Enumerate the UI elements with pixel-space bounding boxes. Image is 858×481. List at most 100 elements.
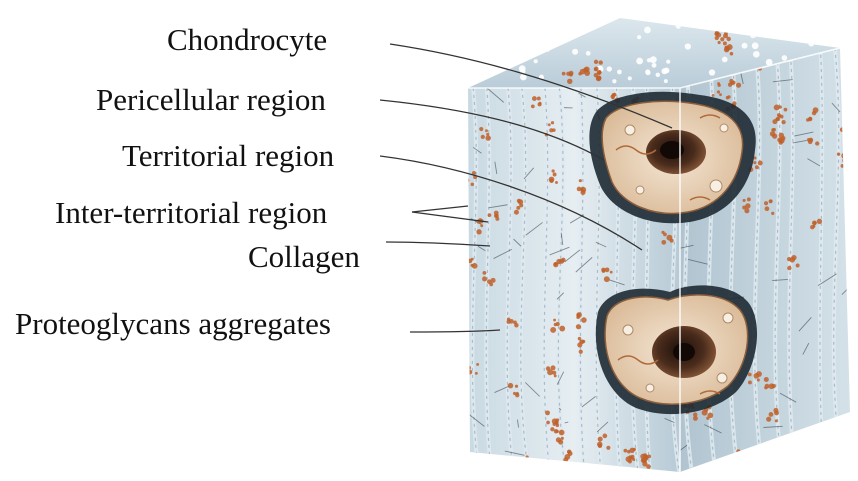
fiber-cross-section — [572, 23, 576, 27]
proteoglycan-granule — [809, 138, 814, 143]
proteoglycan-granule — [837, 152, 840, 155]
proteoglycan-granule — [550, 427, 554, 431]
proteoglycan-granule — [796, 264, 800, 268]
proteoglycan-granule — [569, 71, 574, 76]
proteoglycan-granule — [568, 451, 573, 456]
label-proteoglycans-aggregates: Proteoglycans aggregates — [15, 308, 331, 339]
proteoglycan-granule — [712, 94, 715, 97]
proteoglycan-granule — [810, 225, 814, 229]
proteoglycan-granule — [755, 165, 759, 169]
proteoglycan-granule — [594, 68, 597, 71]
proteoglycan-granule — [708, 413, 714, 419]
proteoglycan-granule — [471, 183, 474, 186]
proteoglycan-granule — [748, 373, 752, 377]
proteoglycan-granule — [596, 75, 601, 80]
fiber-cross-section — [666, 60, 670, 64]
proteoglycan-granule — [815, 141, 819, 145]
fiber-cross-section — [572, 49, 578, 55]
fiber-cross-section — [685, 43, 691, 49]
proteoglycan-granule — [718, 41, 721, 44]
proteoglycan-granule — [817, 219, 822, 224]
proteoglycan-granule — [551, 365, 556, 370]
proteoglycan-granule — [508, 383, 514, 389]
fiber-cross-section — [647, 58, 651, 62]
proteoglycan-granule — [643, 459, 646, 462]
fiber-cross-section — [546, 48, 550, 52]
fiber-cross-section — [578, 28, 585, 35]
proteoglycan-granule — [466, 365, 470, 369]
proteoglycan-granule — [772, 128, 776, 132]
proteoglycan-granule — [769, 412, 774, 417]
proteoglycan-granule — [606, 446, 610, 450]
proteoglycan-granule — [521, 461, 526, 466]
fiber-cross-section — [612, 79, 616, 83]
proteoglycan-granule — [514, 210, 519, 215]
proteoglycan-granule — [846, 133, 849, 136]
fiber-cross-section — [827, 36, 832, 41]
fiber-cross-section — [652, 63, 657, 68]
proteoglycan-granule — [581, 317, 587, 323]
proteoglycan-granule — [481, 135, 485, 139]
fiber-cross-section — [644, 27, 651, 34]
proteoglycan-granule — [729, 79, 733, 83]
proteoglycan-granule — [463, 264, 467, 268]
proteoglycan-granule — [468, 259, 473, 264]
proteoglycan-granule — [549, 128, 553, 132]
proteoglycan-granule — [516, 206, 520, 210]
proteoglycan-granule — [739, 452, 744, 457]
proteoglycan-granule — [727, 95, 730, 98]
proteoglycan-granule — [725, 45, 731, 51]
proteoglycan-granule — [726, 37, 730, 41]
proteoglycan-granule — [771, 212, 774, 215]
proteoglycan-granule — [472, 263, 478, 269]
proteoglycan-granule — [480, 224, 483, 227]
fiber-cross-section — [567, 29, 571, 33]
proteoglycan-granule — [559, 326, 565, 332]
proteoglycan-granule — [553, 319, 556, 322]
fibril-strand — [803, 433, 804, 443]
proteoglycan-granule — [845, 139, 848, 142]
fiber-cross-section — [709, 69, 715, 75]
proteoglycan-granule — [538, 102, 542, 106]
proteoglycan-granule — [494, 211, 499, 216]
fiber-cross-section — [750, 31, 757, 38]
proteoglycan-granule — [661, 240, 666, 245]
proteoglycan-granule — [724, 32, 728, 36]
fiber-cross-section — [493, 25, 500, 32]
proteoglycan-granule — [476, 363, 479, 366]
proteoglycan-granule — [558, 440, 563, 445]
proteoglycan-granule — [579, 179, 582, 182]
proteoglycan-granule — [479, 127, 483, 131]
proteoglycan-granule — [777, 137, 782, 142]
proteoglycan-granule — [771, 384, 775, 388]
proteoglycan-granule — [554, 429, 558, 433]
proteoglycan-granule — [693, 416, 698, 421]
proteoglycan-granule — [482, 271, 486, 275]
proteoglycan-granule — [546, 421, 550, 425]
proteoglycan-granule — [747, 197, 751, 201]
proteoglycan-granule — [758, 161, 763, 166]
proteoglycan-granule — [567, 79, 572, 84]
proteoglycan-granule — [576, 315, 580, 319]
fiber-cross-section — [487, 44, 493, 50]
proteoglycan-granule — [466, 184, 469, 187]
proteoglycan-granule — [561, 437, 564, 440]
proteoglycan-granule — [464, 178, 469, 183]
proteoglycan-granule — [578, 337, 581, 340]
proteoglycan-granule — [765, 206, 770, 211]
fiber-cross-section — [664, 79, 668, 83]
label-pericellular-region: Pericellular region — [96, 84, 326, 115]
fiber-cross-section — [508, 26, 515, 33]
label-inter-territorial-region: Inter-territorial region — [55, 197, 327, 228]
fiber-cross-section — [808, 36, 814, 42]
fiber-cross-section — [569, 28, 574, 33]
proteoglycan-granule — [715, 31, 719, 35]
proteoglycan-granule — [526, 455, 529, 458]
proteoglycan-granule — [723, 41, 727, 45]
proteoglycan-granule — [556, 322, 560, 326]
proteoglycan-granule — [598, 444, 602, 448]
proteoglycan-granule — [812, 221, 817, 226]
proteoglycan-granule — [532, 96, 537, 101]
proteoglycan-granule — [513, 392, 516, 395]
proteoglycan-granule — [577, 187, 582, 192]
